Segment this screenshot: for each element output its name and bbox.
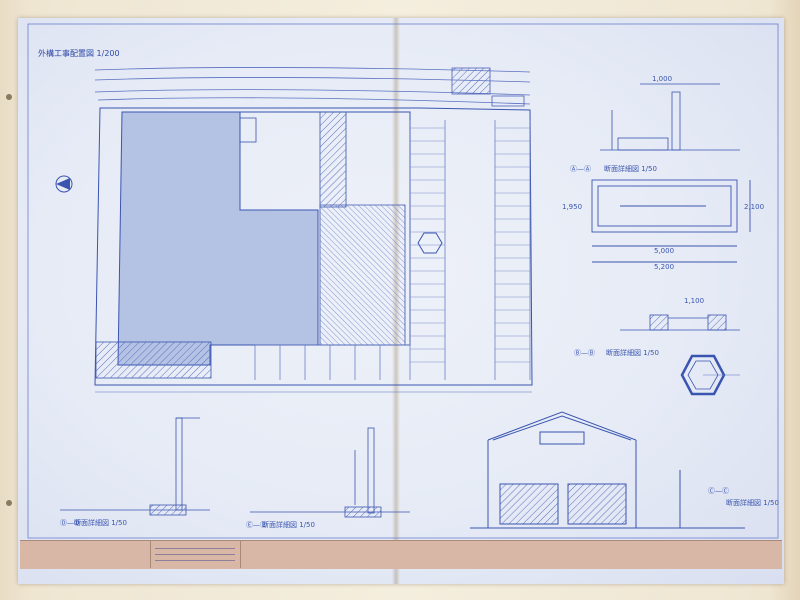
- title-block-rule: [155, 560, 235, 561]
- main-building: [117, 111, 319, 366]
- hexagon-detail: [680, 354, 740, 396]
- small-room: [239, 117, 257, 143]
- dimension-label: 5,200: [654, 263, 675, 271]
- detail-c-label: Ⓒ—Ⓒ: [708, 487, 729, 495]
- detail-b-drawing: [591, 179, 751, 263]
- entrance-hatch: [451, 67, 491, 95]
- binding-hole: [6, 500, 12, 506]
- north-arrow-icon: [55, 175, 73, 193]
- detail-a-title: 断面詳細図 1/50: [604, 165, 657, 173]
- title-block-cell: [150, 540, 151, 568]
- title-block-rule: [155, 554, 235, 555]
- title-block: [20, 540, 782, 569]
- hatched-strip: [319, 111, 347, 208]
- dimension-label: 5,000: [654, 247, 675, 255]
- site-boundary: [94, 107, 533, 386]
- dimension-label: 2,100: [744, 203, 765, 211]
- detail-c-title: 断面詳細図 1/50: [726, 499, 779, 507]
- title-block-cell: [240, 540, 241, 568]
- dimension-label: 1,100: [684, 297, 705, 305]
- gazebo-elevation: [470, 411, 745, 529]
- stall-rows: [410, 127, 530, 363]
- detail-d-drawing: [60, 417, 210, 516]
- hatched-block: [319, 204, 406, 346]
- drawing-frame: [27, 23, 779, 539]
- detail-c-drawing: [620, 314, 740, 331]
- detail-d-label: Ⓓ—Ⓓ: [60, 519, 81, 527]
- gate-box: [491, 95, 525, 107]
- parking-stalls-bottom: [254, 344, 410, 380]
- detail-e-label: Ⓔ—Ⓔ: [246, 521, 267, 529]
- detail-a-label: Ⓐ—Ⓐ: [570, 165, 591, 173]
- title-block-rule: [155, 548, 235, 549]
- detail-b-title: 断面詳細図 1/50: [606, 349, 659, 357]
- planting-hatch: [95, 341, 212, 379]
- dimension-label: 1,950: [562, 203, 583, 211]
- gazebo-plan: [417, 232, 443, 254]
- binding-hole: [6, 94, 12, 100]
- detail-e-drawing: [250, 427, 410, 518]
- detail-b-label: Ⓑ—Ⓑ: [574, 349, 595, 357]
- detail-d-title: 断面詳細図 1/50: [74, 519, 127, 527]
- plan-title: 外構工事配置図 1/200: [38, 49, 120, 58]
- parking-stalls-right: [409, 120, 531, 380]
- detail-e-title: 断面詳細図 1/50: [262, 521, 315, 529]
- detail-a-drawing: [600, 83, 740, 151]
- dimension-label: 1,000: [652, 75, 673, 83]
